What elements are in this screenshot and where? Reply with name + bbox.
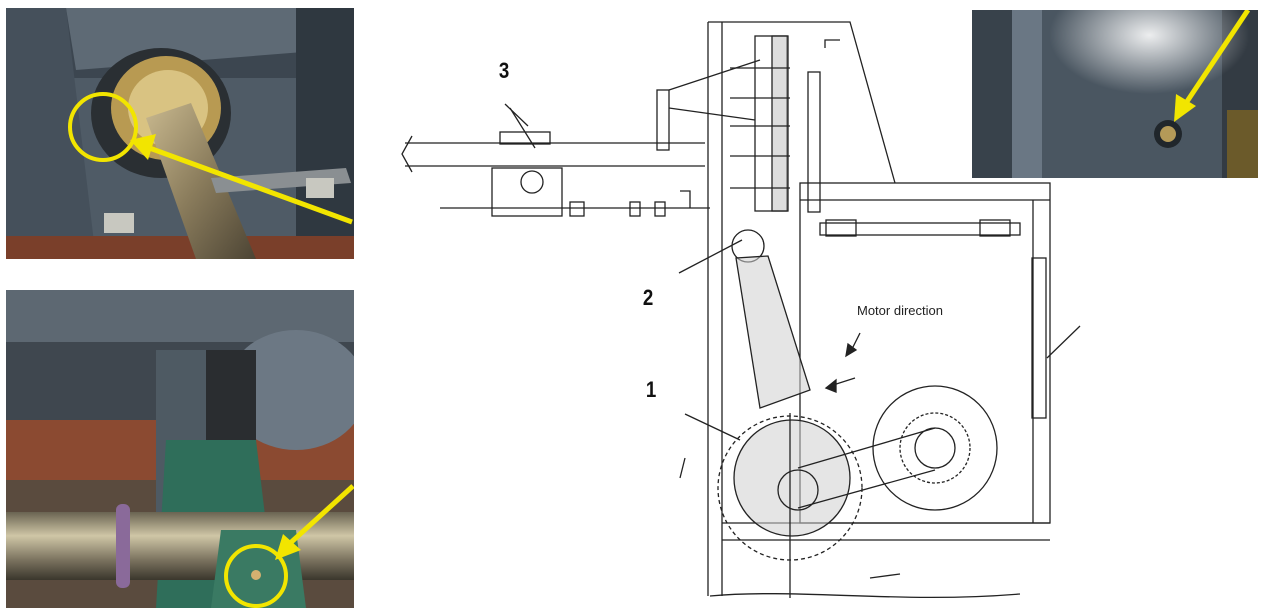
photo-frame-grease-point — [972, 10, 1258, 178]
circle-highlight-icon — [68, 92, 138, 162]
technical-drawing — [401, 21, 1081, 599]
arrow-icon — [1174, 10, 1251, 122]
arrow-icon — [130, 134, 353, 225]
circle-highlight-icon — [224, 544, 288, 608]
callout-part-1: 1 — [645, 377, 657, 402]
motor-direction-label: Motor direction — [857, 303, 943, 318]
callout-part-3: 3 — [498, 58, 510, 83]
photo-main-shaft-bearing — [6, 290, 354, 608]
photo-connecting-rod-bearing — [6, 8, 354, 259]
arrow-icon — [275, 484, 354, 560]
callout-part-2: 2 — [642, 285, 654, 310]
